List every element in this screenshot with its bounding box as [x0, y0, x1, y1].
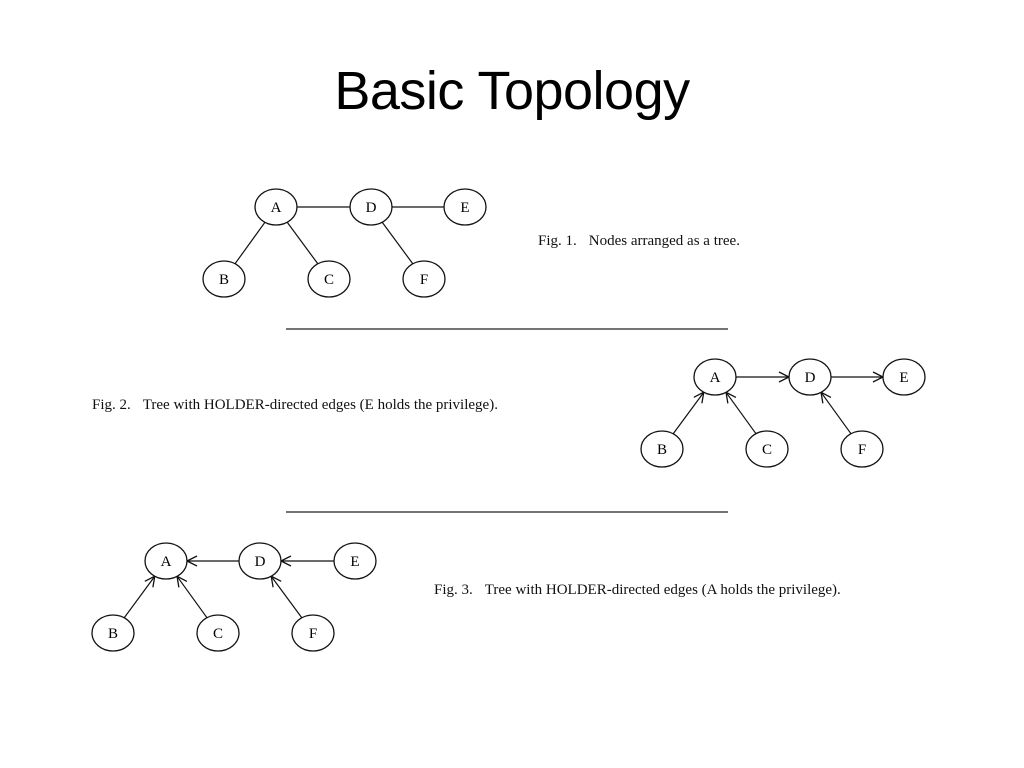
fig3-node-b — [91, 614, 135, 652]
fig2-node-d — [788, 358, 832, 396]
figure-1-caption-number: Fig. 1. — [538, 233, 577, 249]
fig2-node-label-e: E — [899, 370, 908, 386]
fig1-node-label-f: F — [420, 272, 428, 288]
fig2-edge-c-a — [726, 392, 757, 435]
fig2-node-label-d: D — [805, 370, 816, 386]
fig1-node-e — [443, 188, 487, 226]
fig3-node-e — [333, 542, 377, 580]
slide-title: Basic Topology — [334, 61, 690, 121]
fig2-edge-f-d — [821, 392, 852, 435]
fig2-node-f — [840, 430, 884, 468]
fig1-node-f — [402, 260, 446, 298]
figure-3-caption-number: Fig. 3. — [434, 582, 473, 598]
figure-1-tree: A B C D E F — [202, 188, 487, 298]
fig3-node-label-c: C — [213, 626, 223, 642]
fig3-node-a — [144, 542, 188, 580]
fig1-node-a — [254, 188, 298, 226]
fig3-node-label-e: E — [350, 554, 359, 570]
fig1-node-label-e: E — [460, 200, 469, 216]
figure-2-caption: Fig. 2. Tree with HOLDER-directed edges (… — [92, 395, 587, 415]
fig1-node-label-a: A — [271, 200, 282, 216]
fig1-node-b — [202, 260, 246, 298]
figure-1-caption-text: Nodes arranged as a tree. — [588, 233, 740, 249]
fig2-node-label-a: A — [710, 370, 721, 386]
fig3-node-f — [291, 614, 335, 652]
fig3-node-d — [238, 542, 282, 580]
fig3-node-label-b: B — [108, 626, 118, 642]
figure-2-tree: A B C D E F — [640, 358, 926, 468]
fig1-node-label-c: C — [324, 272, 334, 288]
fig1-node-d — [349, 188, 393, 226]
fig1-node-c — [307, 260, 351, 298]
fig1-node-label-b: B — [219, 272, 229, 288]
figure-3-tree: A B C D E F — [91, 542, 377, 652]
fig2-node-b — [640, 430, 684, 468]
fig1-edge-d-f — [381, 221, 414, 265]
fig2-node-e — [882, 358, 926, 396]
figure-1-caption: Fig. 1. Nodes arranged as a tree. — [538, 231, 740, 251]
fig1-edge-a-b — [234, 221, 266, 265]
fig3-edge-f-d — [271, 576, 303, 619]
fig3-edge-b-a — [123, 576, 155, 619]
fig2-node-a — [693, 358, 737, 396]
fig2-node-label-b: B — [657, 442, 667, 458]
fig3-node-c — [196, 614, 240, 652]
figure-3-caption-text: Tree with HOLDER-directed edges (A holds… — [484, 582, 841, 598]
fig2-node-label-c: C — [762, 442, 772, 458]
fig1-edge-a-c — [286, 221, 319, 265]
fig1-node-label-d: D — [366, 200, 377, 216]
fig3-edge-c-a — [177, 576, 208, 619]
fig2-node-c — [745, 430, 789, 468]
fig3-node-label-a: A — [161, 554, 172, 570]
figure-2-caption-text: Tree with HOLDER-directed edges (E holds… — [142, 397, 498, 413]
fig2-edge-b-a — [672, 392, 704, 435]
figure-3-caption: Fig. 3. Tree with HOLDER-directed edges (… — [434, 580, 923, 600]
fig2-node-label-f: F — [858, 442, 866, 458]
figure-2-caption-number: Fig. 2. — [92, 397, 131, 413]
fig3-node-label-d: D — [255, 554, 266, 570]
fig3-node-label-f: F — [309, 626, 317, 642]
